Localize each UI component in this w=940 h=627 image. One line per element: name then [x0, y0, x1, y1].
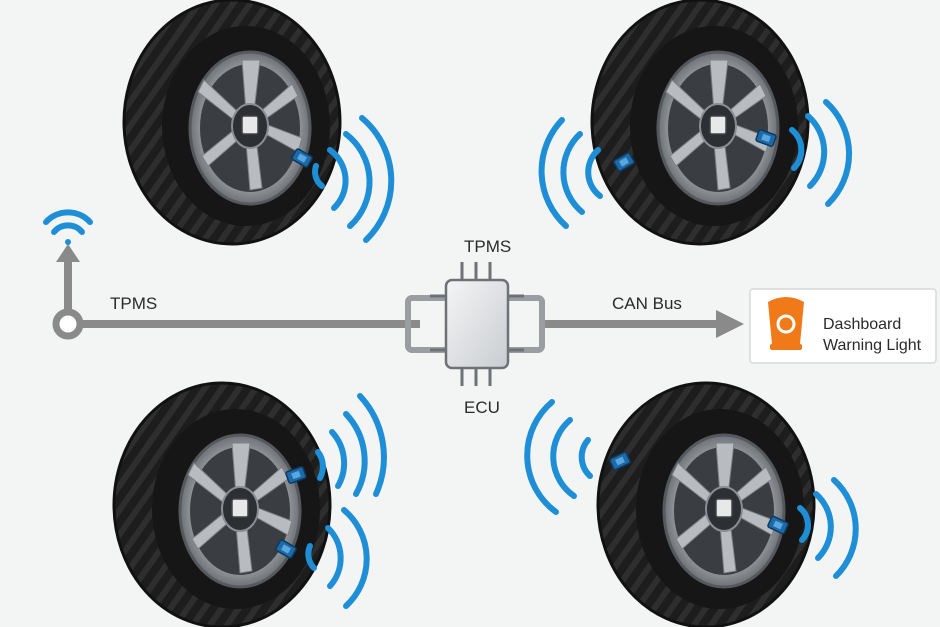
signal-waves-rear-right-left	[524, 399, 593, 515]
tpms-label-left: TPMS	[110, 294, 158, 313]
dashboard-label-line1: Dashboard	[823, 316, 902, 333]
dashboard-label-line2: Warning Light	[823, 337, 922, 354]
dashboard-warning-card	[749, 288, 937, 364]
signal-waves-rear-right-right	[797, 477, 859, 579]
signal-waves-rear-left-lower	[305, 507, 370, 609]
can-bus-line	[540, 310, 744, 338]
wifi-icon	[43, 209, 93, 245]
tpms-signal-line	[52, 244, 420, 340]
ecu-label: ECU	[464, 398, 500, 417]
signal-waves-front-right-inner	[538, 117, 603, 229]
ecu-module	[405, 262, 545, 386]
signal-waves-front-left	[312, 115, 395, 243]
wheel-rear-left	[112, 381, 332, 627]
can-bus-label: CAN Bus	[612, 294, 682, 313]
signal-waves-rear-left-upper	[315, 393, 387, 497]
tpms-label-ecu-top: TPMS	[464, 237, 512, 256]
dashboard-warning-label: Dashboard Warning Light	[823, 314, 921, 356]
signal-waves-front-right-outer	[789, 99, 853, 207]
tire-pressure-warning-icon	[768, 297, 804, 350]
wheel-rear-right	[596, 381, 816, 627]
wheel-front-left	[122, 0, 342, 246]
wheel-front-right	[590, 0, 810, 246]
